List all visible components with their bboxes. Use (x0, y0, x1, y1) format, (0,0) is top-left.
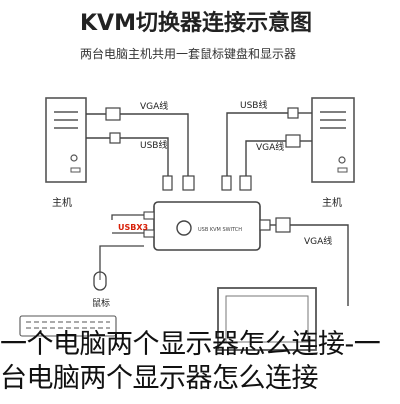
diagram-subtitle: 两台电脑主机共用一套鼠标键盘和显示器 (80, 46, 296, 61)
caption-line-1: 一个电脑两个显示器怎么连接-一 (0, 329, 381, 360)
left-cables (86, 113, 189, 176)
usb-cables-left (99, 214, 144, 272)
right-cables (226, 112, 312, 176)
diagram-title: KVM切换器连接示意图 (80, 10, 312, 36)
monitor-icon (217, 287, 317, 351)
page-caption: 一个电脑两个显示器怎么连接-一 台电脑两个显示器怎么连接 (0, 328, 400, 396)
keyboard-icon (19, 315, 117, 337)
switch-plugs-top (162, 175, 252, 191)
host-right (311, 97, 355, 183)
host-left-label: 主机 (52, 196, 72, 209)
vga-right-top-label: VGA线 (256, 141, 284, 153)
kvm-switch: USB KVM SWITCH (153, 201, 261, 251)
host-left (45, 97, 87, 183)
usb-right-label: USB线 (240, 99, 267, 111)
usb-left-label: USB线 (140, 139, 167, 151)
vga-cable-right (270, 224, 349, 306)
switch-model-text: USB KVM SWITCH (198, 227, 242, 233)
right-connectors (285, 107, 301, 148)
mouse-icon (93, 271, 107, 291)
vga-left-label: VGA线 (140, 100, 168, 112)
mouse-label: 鼠标 (92, 297, 110, 309)
caption-line-2: 台电脑两个显示器怎么连接 (0, 363, 319, 394)
usbx3-label: USBX3 (118, 223, 148, 232)
vga-right-bottom-label: VGA线 (304, 235, 332, 247)
host-right-label: 主机 (322, 196, 342, 209)
